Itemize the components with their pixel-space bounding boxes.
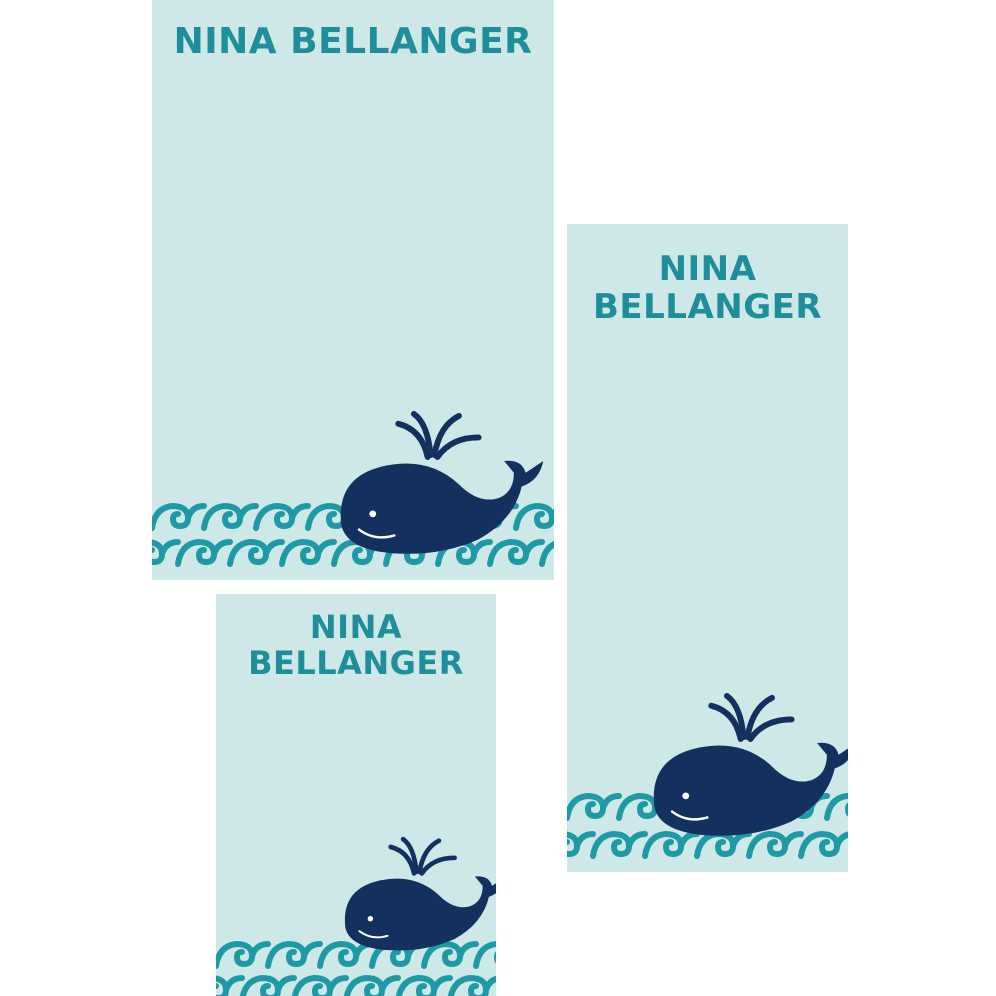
- notepad-tall: NINA BELLANGER: [567, 224, 848, 872]
- notepad-small: NINA BELLANGER: [216, 594, 496, 996]
- whale-waves-art: [567, 692, 848, 872]
- whale-waves-art: [152, 402, 554, 580]
- whale-icon: [345, 839, 496, 950]
- whale-icon: [654, 696, 848, 836]
- whale-icon: [341, 414, 544, 554]
- notepad-name: NINA BELLANGER: [173, 21, 533, 62]
- notepad-name: NINA BELLANGER: [592, 249, 823, 328]
- notepad-large: NINA BELLANGER: [152, 0, 554, 580]
- whale-waves-art: [216, 836, 496, 996]
- waves-pattern: [216, 944, 496, 996]
- notepad-name: NINA BELLANGER: [248, 608, 464, 682]
